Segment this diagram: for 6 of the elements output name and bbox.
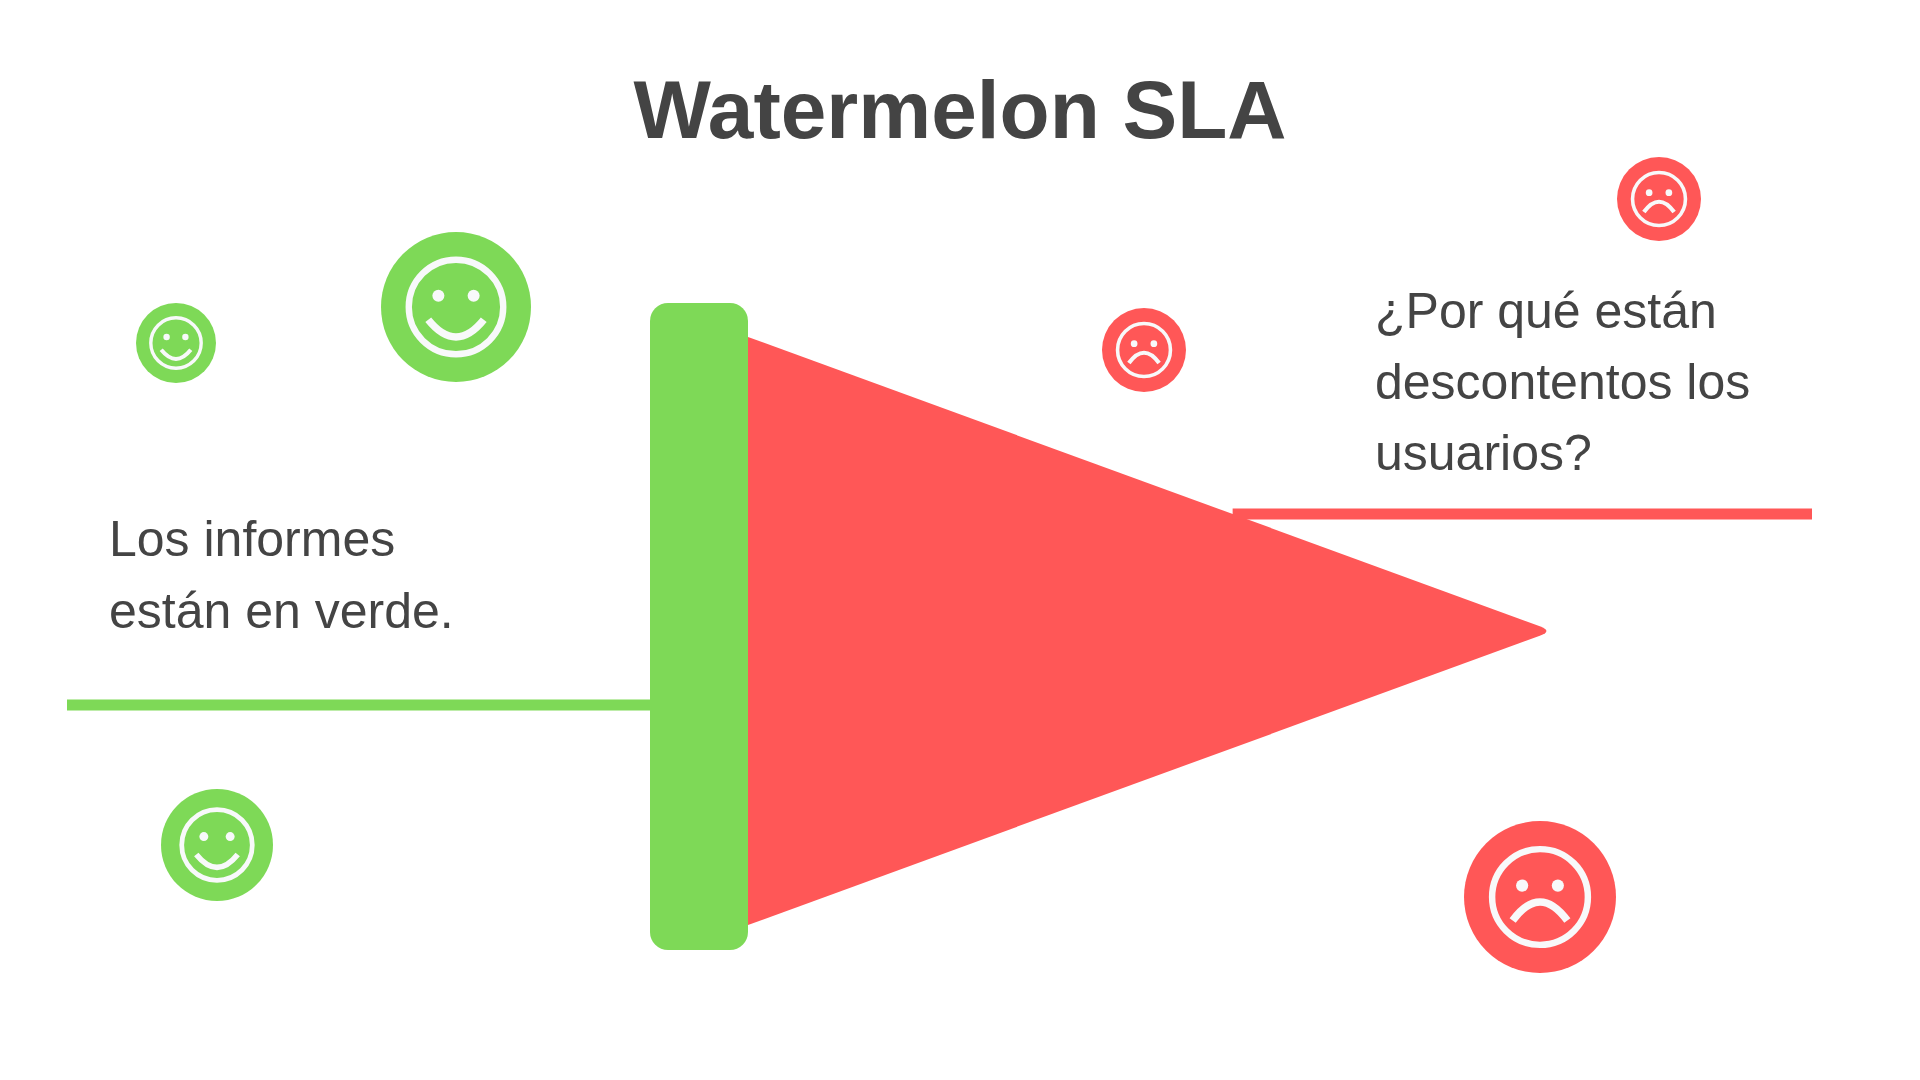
callout-text: ¿Por qué están descontentos los usuarios? — [1375, 282, 1752, 483]
callout-text: Los informes están en verde. — [109, 510, 455, 641]
leader-line — [1232, 508, 1812, 520]
watermelon-rind — [650, 303, 748, 950]
leader-line — [67, 699, 650, 711]
title: Watermelon SLA — [633, 69, 1287, 151]
